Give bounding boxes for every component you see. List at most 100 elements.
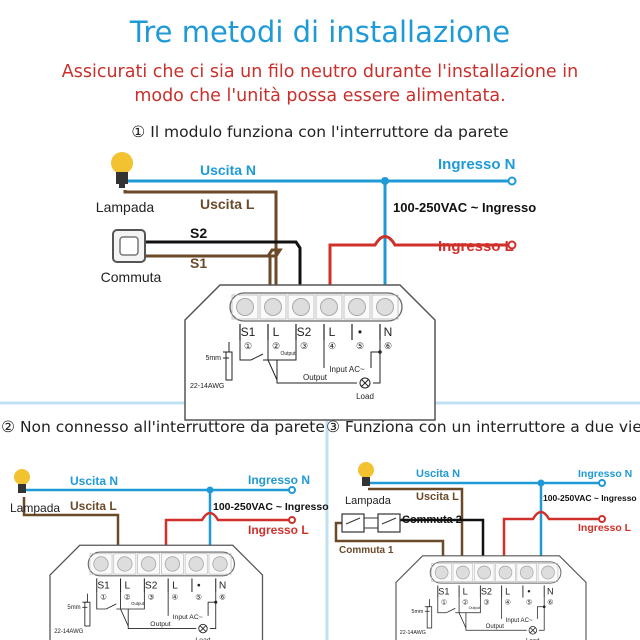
junction-dot — [214, 600, 218, 604]
screw-terminal — [137, 553, 160, 575]
internal-switch — [105, 603, 117, 610]
strip-length-label: 5mm — [67, 605, 80, 611]
junction-dot — [542, 605, 546, 609]
bulb-icon — [111, 152, 133, 188]
screw-terminal — [113, 553, 137, 575]
load-label: Load — [356, 392, 374, 401]
internal-wire — [538, 597, 545, 631]
terminal-number: ⑥ — [219, 593, 226, 602]
terminal-label: L — [505, 587, 510, 597]
input-ac-label: Input AC~ — [506, 617, 533, 624]
switch1-wire — [334, 521, 445, 565]
terminal-label: L — [172, 581, 178, 592]
load-icon — [198, 623, 208, 634]
internal-wire — [373, 340, 381, 384]
internal-wire — [455, 597, 481, 614]
output-label: Output — [303, 373, 328, 382]
input-ac-label: Input AC~ — [173, 614, 203, 621]
screw-terminal — [161, 553, 184, 575]
output-l-label: Uscita L — [200, 196, 255, 212]
terminal-number: ⑥ — [547, 598, 553, 606]
terminal-label: L — [125, 581, 131, 592]
screw-terminal — [343, 294, 371, 320]
input-ac-label: Input AC~ — [329, 365, 365, 374]
s1-wire — [145, 248, 283, 292]
terminal-number: ⑤ — [195, 593, 202, 602]
output-n-label: Uscita N — [416, 468, 460, 480]
junction-dot — [206, 486, 214, 494]
load-wire — [368, 487, 464, 565]
terminal-number: ⑥ — [384, 341, 392, 351]
awg-label: 22-14AWG — [190, 383, 224, 390]
screw-terminal — [315, 294, 343, 320]
switch2-label: Commuta 2 — [402, 514, 462, 526]
internal-wire — [120, 592, 129, 627]
load-icon — [359, 377, 371, 389]
terminal-label: S1 — [438, 587, 449, 597]
terminal-label: L — [329, 325, 336, 339]
terminal-number: ② — [462, 598, 468, 606]
screw-terminal — [231, 294, 259, 320]
screw-terminal — [287, 294, 315, 320]
terminal-number: ③ — [148, 593, 155, 602]
screw-terminal — [89, 553, 113, 575]
switch-line — [239, 340, 251, 361]
warning-line-1: Assicurati che ci sia un filo neutro dur… — [62, 62, 578, 82]
terminal-label: S1 — [241, 325, 256, 339]
terminal-label: L — [273, 325, 280, 339]
output-n-label: Uscita N — [200, 162, 256, 178]
lamp-label: Lampada — [96, 199, 155, 215]
wire-strip-gauge-icon — [223, 342, 233, 381]
lamp-label: Lampada — [10, 501, 60, 515]
internal-wire — [209, 592, 217, 629]
output-label: Output — [150, 621, 171, 628]
terminal-dot — [288, 516, 296, 524]
load-icon — [528, 626, 537, 635]
terminal-number: ① — [244, 341, 252, 351]
output-l-label: Uscita L — [416, 491, 459, 503]
input-n-label: Ingresso N — [248, 473, 310, 487]
switch-line — [96, 592, 107, 610]
load-label: Load — [526, 637, 540, 640]
method2-panel: ② Non connesso all'interruttore da paret… — [1, 418, 329, 640]
voltage-label: 100-250VAC ~ Ingresso — [213, 501, 329, 513]
wall-switch-icon — [112, 229, 146, 263]
input-l-label: Ingresso L — [248, 523, 309, 537]
internal-switch — [445, 607, 456, 614]
terminal-label: N — [384, 325, 393, 339]
strip-length-label: 5mm — [205, 355, 221, 362]
s2-wire — [145, 240, 302, 292]
screw-terminal — [516, 563, 537, 582]
method2-heading: ② Non connesso all'interruttore da paret… — [1, 418, 325, 436]
voltage-label: 100-250VAC ~ Ingresso — [393, 200, 536, 215]
terminal-dot — [598, 515, 606, 523]
bulb-icon — [14, 469, 30, 493]
output-small-label: Output — [280, 351, 296, 357]
switch-label: Commuta — [101, 269, 162, 285]
terminal-number: ④ — [172, 593, 179, 602]
terminal-label: S2 — [297, 325, 312, 339]
internal-wire — [276, 360, 357, 384]
terminal-number: ④ — [505, 598, 511, 606]
terminal-number: ① — [100, 593, 107, 602]
switch1-label: Commuta 1 — [339, 545, 394, 556]
terminal-number: ③ — [483, 598, 489, 606]
warning-line-2: modo che l'unità possa essere alimentata… — [134, 86, 505, 106]
screw-terminal — [452, 563, 474, 582]
input-n-label: Ingresso N — [438, 156, 516, 173]
terminal-dot — [598, 479, 606, 487]
output-small-label: Output — [131, 601, 145, 606]
s1-label: S1 — [190, 255, 207, 271]
page-title: Tre metodi di installazione — [129, 15, 510, 49]
load-label: Load — [195, 637, 210, 640]
terminal-number: ② — [272, 341, 280, 351]
method3-panel: ③ Funziona con un interruttore a due vie… — [326, 418, 640, 640]
terminal-label: • — [527, 587, 530, 597]
junction-dot — [381, 177, 389, 185]
terminal-label: S1 — [97, 581, 110, 592]
output-l-label: Uscita L — [70, 499, 117, 513]
input-l-label: Ingresso L — [578, 522, 632, 534]
